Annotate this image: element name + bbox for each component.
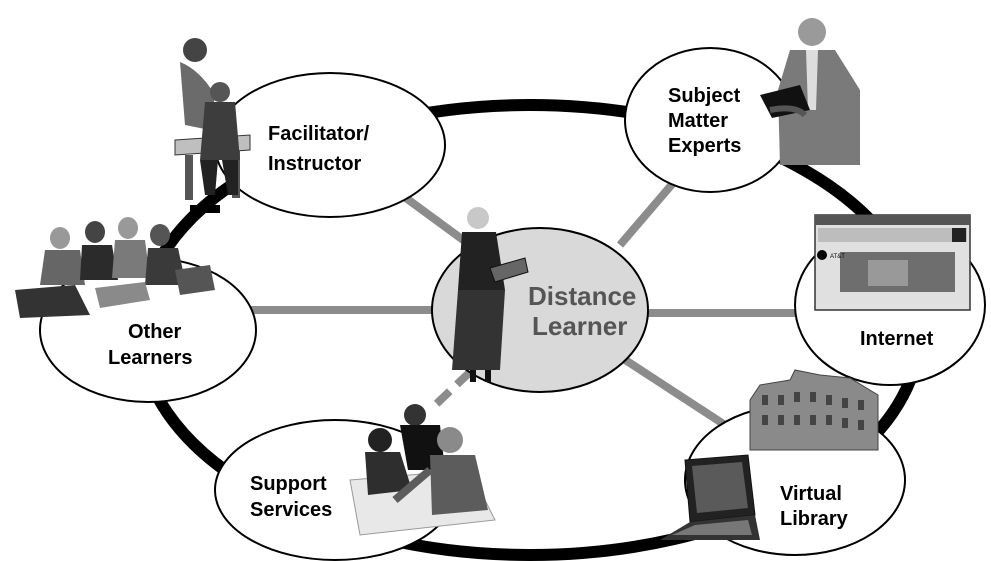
support-label-line2: Services [250, 499, 332, 521]
spoke-support [427, 369, 473, 413]
experts-label-line2: Matter [668, 110, 728, 132]
facilitator-label-line2: Instructor [268, 153, 362, 175]
center-label-line1: Distance [528, 281, 636, 311]
learners-illustration [15, 217, 215, 318]
experts-label-line3: Experts [668, 135, 741, 157]
learners-label-line2: Learners [108, 347, 193, 369]
experts-label-line1: Subject [668, 85, 741, 107]
expert-illustration [760, 18, 860, 165]
svg-text:AT&T: AT&T [830, 254, 845, 260]
spoke-experts [616, 172, 684, 248]
spokes [245, 172, 800, 429]
facilitator-label-line1: Facilitator/ [268, 123, 370, 145]
internet-label: Internet [860, 328, 934, 350]
internet-illustration: AT&T [814, 214, 971, 311]
spoke-library [607, 346, 728, 429]
support-label-line1: Support [250, 473, 327, 495]
library-illustration [660, 369, 879, 540]
distance-learner-illustration [452, 207, 529, 382]
library-label-line1: Virtual [780, 483, 842, 505]
center-label-line2: Learner [532, 311, 627, 341]
support-illustration [349, 404, 496, 536]
learners-label-line1: Other [128, 321, 182, 343]
library-label-line2: Library [780, 508, 849, 530]
facilitator-illustration [174, 38, 251, 213]
